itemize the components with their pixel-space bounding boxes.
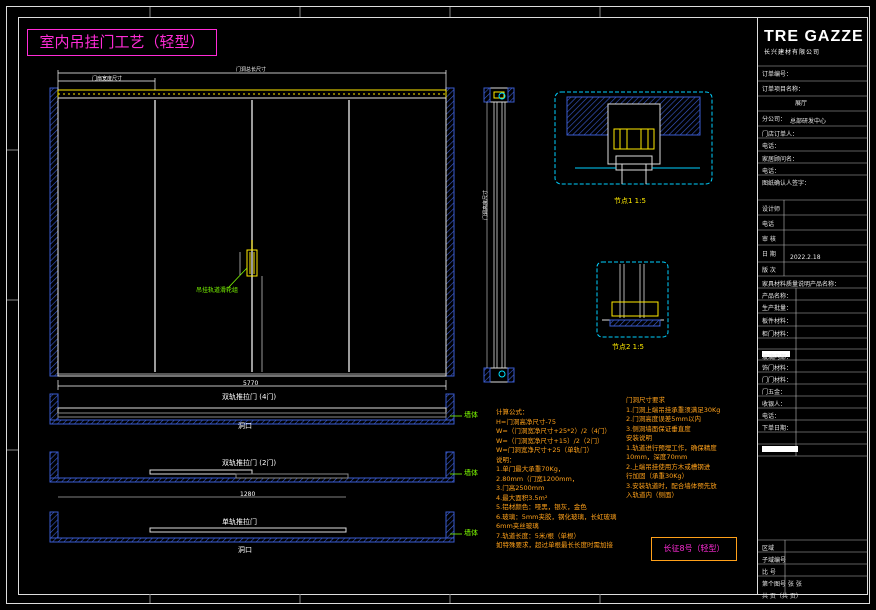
calc_notes-line: H=门洞高净尺寸-75 (496, 417, 556, 426)
dim-bottom-width: 5770 (243, 380, 259, 387)
title-block-row: 子域编号 (762, 557, 787, 564)
title-block-row: 区域 (762, 545, 775, 552)
title-block-row: 门五金： (762, 389, 787, 396)
title-block-row: 生产批量： (762, 305, 793, 312)
dim-top-inner: 门扇宽度尺寸 (92, 76, 123, 82)
calc_notes-line: 6mm夹丝玻璃 (496, 522, 539, 530)
install_notes-line: 2.门洞高度误差5mm以内 (626, 415, 702, 423)
calc_notes-line: 3.门高2500mm (496, 484, 545, 492)
calc_notes-line: 1.单门最大承重70Kg， (496, 465, 565, 473)
title-block-row: 电话： (762, 413, 781, 420)
install_notes-line: 10mm，深度70mm (626, 453, 688, 461)
brand-subtitle: 长兴建材有限公司 (764, 49, 821, 56)
plan3-label: 单轨推拉门 (222, 518, 257, 526)
calc_notes-line: 5.铝材颜色：哑黑，银灰，金色 (496, 503, 587, 511)
plan1-wall-label: 墙体 (464, 411, 478, 419)
project-value: 展厅 (795, 100, 808, 107)
calc_notes-line: 4.最大面积3.5m² (496, 493, 548, 502)
dim-top-overall: 门洞总长尺寸 (236, 67, 267, 73)
title-block-row: 门店订单人： (762, 131, 799, 138)
install_notes-line: 1.门洞上端吊挂承重须满足30Kg (626, 405, 721, 414)
calc_notes-line: 2.80mm（门宽1200mm， (496, 474, 579, 483)
dim-plan2-width: 1280 (240, 491, 256, 498)
title-block-row: 订单编号： (762, 71, 793, 78)
plan3-opening-label: 洞口 (238, 546, 252, 554)
plan3-wall-label: 墙体 (464, 529, 478, 537)
install_notes-line: 3.侧洞墙面保证垂直度 (626, 424, 691, 433)
title-block-row: 收银人： (762, 401, 787, 408)
calc_notes-line: W=门洞宽净尺寸+25（单轨门） (496, 446, 594, 454)
calc_notes-line: 说明： (496, 455, 516, 464)
calc_notes-line: W=（门洞宽净尺寸+15）/2（2门） (496, 436, 604, 445)
title-block-row: 电话： (762, 143, 781, 150)
title-block-row: 饰门材料： (762, 365, 793, 372)
node1-label: 节点1 1:5 (614, 197, 646, 205)
install_notes-line: 1.轨道进行预埋工作，确保精度 (626, 443, 717, 452)
install_notes-line: 安装说明 (626, 434, 652, 442)
title-block-row: 设计师 (762, 206, 781, 213)
hanger-label: 吊挂轨道滑轮组 (196, 287, 239, 294)
plan1-opening-label: 洞口 (238, 422, 252, 430)
install_notes-line: 3.安装轨道时，配合墙体预先放 (626, 481, 717, 490)
title-block-row: 日 期 (762, 251, 776, 258)
install_notes-line: 门洞尺寸要求 (626, 396, 665, 404)
model-badge: 长征8号（轻型） (651, 537, 737, 561)
branch-value: 总部研发中心 (790, 118, 827, 125)
calc_notes-line: W=（门洞宽净尺寸+25*2）/2（4门） (496, 427, 611, 435)
install_notes-line: 2.上端吊挂使用方木或槽钢进 (626, 462, 711, 471)
install_notes-line: 行加固（承重30Kg） (626, 472, 689, 480)
title-block-row: 板件材料： (762, 318, 793, 325)
dim-side-height: 门洞高度尺寸 (483, 189, 489, 220)
title-block-row: 下单日期： (762, 425, 793, 432)
brand-logo-text: TRE GAZZE (764, 28, 864, 45)
calc_notes-line: 计算公式： (496, 408, 529, 416)
title-block-row: 订单项目名称： (762, 86, 805, 93)
title-block-row: 产品名称： (762, 293, 793, 300)
title-block-row: 图纸确认人签字： (762, 180, 811, 187)
install_notes-line: 入轨道内（侧面） (626, 491, 678, 499)
calc_notes-line: 7.轨道长度：5米/根（单根） (496, 531, 581, 540)
title-block-row: 分公司： (762, 116, 787, 123)
title-block-row: 柜门材料： (762, 331, 793, 338)
title-block-row: 玻璃内部： (762, 354, 793, 361)
title-block-row: 审 核 (762, 236, 776, 243)
title-block-row: 第个图号 张 张 (762, 581, 802, 588)
drawing-title: 室内吊挂门工艺（轻型） (27, 29, 217, 56)
title-block-row: 共 页（共 页） (762, 593, 802, 600)
plan2-label: 双轨推拉门 (2门) (222, 459, 277, 467)
title-block-row: 电话 (762, 221, 775, 228)
title-block-row: 门门材料： (762, 377, 793, 384)
title-block-row: 比 号 (762, 569, 776, 576)
plan2-wall-label: 墙体 (464, 469, 478, 477)
brand-logo: TRE GAZZE 长兴建材有限公司 (764, 28, 864, 60)
title-block-row: 家具材料质量说明产品名称： (762, 281, 841, 288)
title-block-row: 版 次 (762, 267, 776, 274)
node2-label: 节点2 1:5 (612, 343, 644, 351)
calc_notes-line: 6.玻璃：5mm夹胶，钢化玻璃，长虹玻璃 (496, 512, 617, 521)
title-block-row: 家居顾问名： (762, 156, 799, 163)
plan1-label: 双轨推拉门 (4门) (222, 393, 277, 401)
title-block-row: 电话： (762, 168, 781, 175)
date-value: 2022.2.18 (790, 254, 821, 261)
calc_notes-line: 如特殊要求，超过单根最长长度时需加接 (496, 541, 613, 549)
